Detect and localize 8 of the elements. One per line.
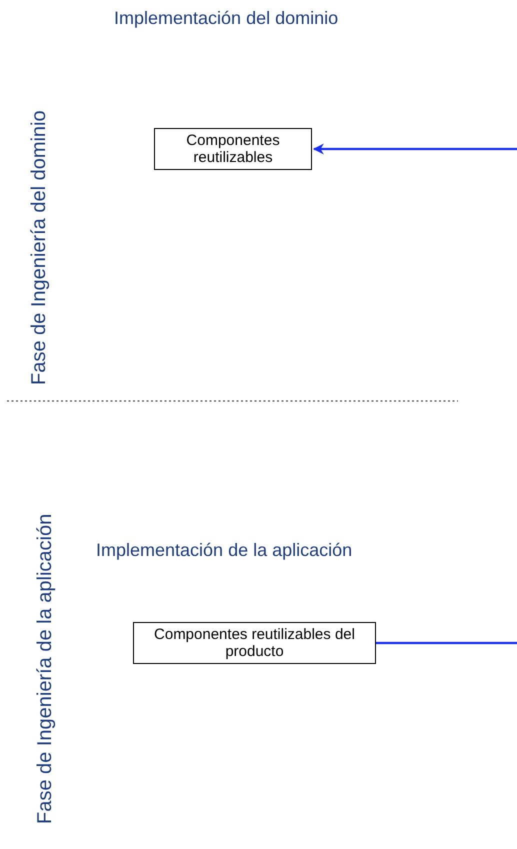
section-heading: Implementación de la aplicación xyxy=(96,540,352,561)
section-heading: Implementación del dominio xyxy=(114,8,338,29)
connector-line xyxy=(376,642,517,644)
arrow xyxy=(312,144,517,154)
phase-label: Fase de Ingeniería de la aplicación xyxy=(34,512,57,824)
phase-label: Fase de Ingeniería del dominio xyxy=(28,109,51,385)
process-box: Componentes reutilizables xyxy=(154,128,312,170)
process-box: Componentes reutilizables del producto xyxy=(133,622,376,664)
